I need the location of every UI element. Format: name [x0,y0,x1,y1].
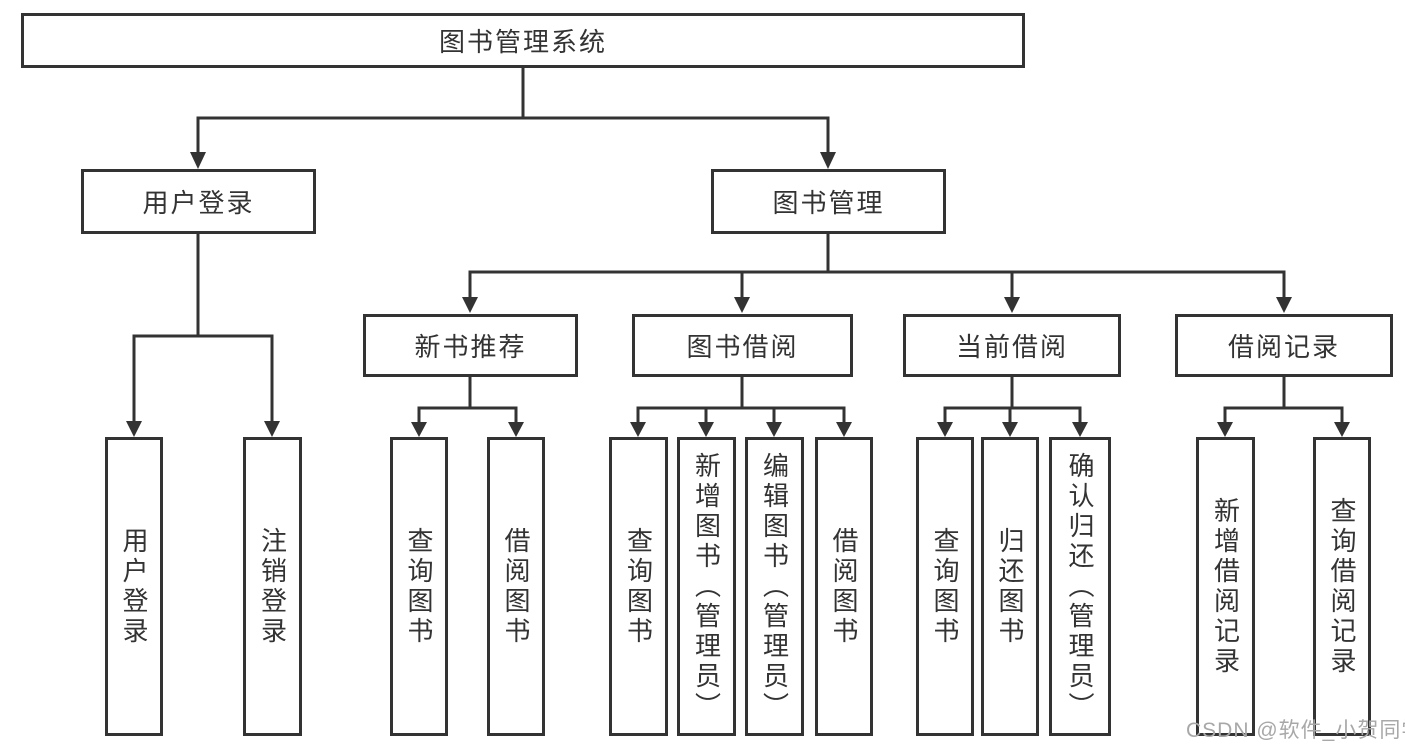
arrowhead [820,152,836,169]
connectors-borrowing-records [1217,377,1350,437]
node-label: 用户登录 [119,526,149,647]
node-book-management-system: 图书管理系统 [21,13,1025,68]
node-confirm-return-admin: 确认归还（管理员） [1049,437,1111,736]
node-label: 编辑图书（管理员） [759,451,790,722]
arrowhead [462,297,478,313]
connectors-user-login [126,234,280,437]
arrowhead [126,421,142,437]
node-label: 借阅记录 [1227,332,1340,362]
connectors-book-management-to-level3 [462,234,1292,313]
arrowhead [508,422,524,437]
arrowhead [937,422,953,437]
node-label: 借阅图书 [829,526,859,647]
node-label: 图书借阅 [686,332,799,362]
node-query-books-recommend: 查询图书 [390,437,448,736]
connectors-new-book-recommendation [411,377,524,437]
arrowhead [1334,422,1350,437]
node-label: 用户登录 [142,188,255,218]
node-return-books: 归还图书 [981,437,1039,736]
node-query-borrow-record: 查询借阅记录 [1313,437,1371,736]
node-label: 查询图书 [623,526,654,647]
arrowhead [264,421,280,437]
node-label: 归还图书 [995,526,1025,647]
node-query-books-borrowing: 查询图书 [609,437,668,736]
node-new-book-recommendation: 新书推荐 [363,314,578,377]
node-add-borrow-record: 新增借阅记录 [1196,437,1255,736]
node-current-borrowing: 当前借阅 [903,314,1121,377]
node-label: 查询图书 [930,526,960,647]
node-label: 确认归还（管理员） [1065,451,1095,722]
arrowhead [1276,297,1292,313]
node-borrowing-records: 借阅记录 [1175,314,1393,377]
node-borrow-books-recommend: 借阅图书 [487,437,545,736]
node-logout: 注销登录 [243,437,302,736]
arrowhead [1002,422,1018,437]
node-query-books-current: 查询图书 [916,437,974,736]
arrowhead [411,422,427,437]
arrowhead [698,422,714,437]
arrowhead [630,422,646,437]
node-label: 注销登录 [257,526,288,647]
node-label: 新书推荐 [414,332,527,362]
connectors-root-to-level2 [190,66,836,169]
node-book-borrowing: 图书借阅 [632,314,853,377]
node-label: 查询借阅记录 [1327,496,1357,677]
node-label: 新增借阅记录 [1210,496,1241,677]
arrowhead [1072,422,1088,437]
arrowhead [1004,297,1020,313]
node-user-login-leaf: 用户登录 [105,437,163,736]
arrowhead [836,422,852,437]
node-add-books-admin: 新增图书（管理员） [677,437,736,736]
node-label: 图书管理系统 [438,27,607,57]
node-user-login: 用户登录 [81,169,316,234]
arrowhead [1217,422,1233,437]
connectors-book-borrowing [630,377,852,437]
node-label: 当前借阅 [955,332,1068,362]
arrowhead [734,297,750,313]
csdn-watermark: CSDN @软件_小贺同学 [1186,719,1405,742]
node-edit-books-admin: 编辑图书（管理员） [745,437,804,736]
arrowhead [190,152,206,169]
node-label: 新增图书（管理员） [691,451,722,722]
node-book-management: 图书管理 [711,169,946,234]
node-label: 图书管理 [772,188,885,218]
node-borrow-books: 借阅图书 [815,437,873,736]
connectors-current-borrowing [937,377,1088,437]
node-label: 查询图书 [404,526,434,647]
arrowhead [766,422,782,437]
node-label: 借阅图书 [501,526,531,647]
